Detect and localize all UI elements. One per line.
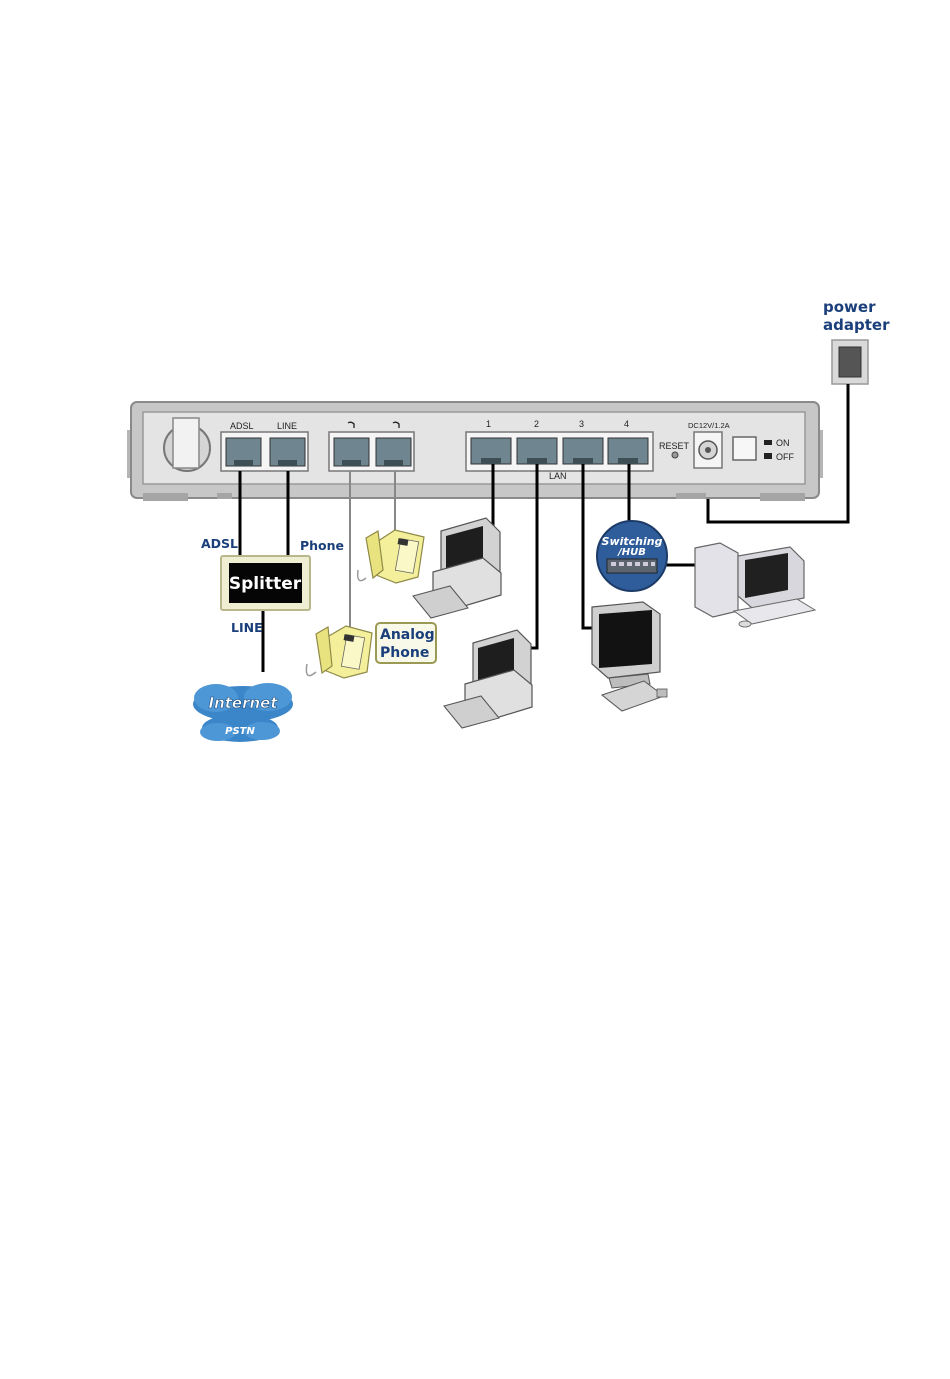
lan-port-3[interactable]: [563, 438, 603, 464]
switching-hub-label-line2: /HUB: [617, 547, 646, 558]
analog-phone-label-line1: Analog: [380, 627, 435, 643]
phone-port-1[interactable]: [334, 438, 369, 466]
phone-port-2[interactable]: [376, 438, 411, 466]
lan-port-2[interactable]: [517, 438, 557, 464]
power-adapter-icon: [832, 340, 868, 384]
power-adapter-label-line2: adapter: [823, 316, 890, 334]
computer-icon-1: [413, 518, 501, 618]
internet-label: Internet: [208, 694, 278, 712]
lan-port-4[interactable]: [608, 438, 648, 464]
adsl-cable-label: ADSL: [201, 536, 238, 551]
lan-label: LAN: [549, 471, 567, 481]
reset-button[interactable]: [672, 452, 678, 458]
phone-cable-label: Phone: [300, 538, 344, 553]
line-port[interactable]: [270, 438, 305, 466]
lan-number-1: 1: [486, 419, 491, 429]
lan-number-2: 2: [534, 419, 539, 429]
computer-icon-3: [592, 602, 667, 711]
on-label: ON: [776, 438, 790, 448]
analog-phone-label-line2: Phone: [380, 645, 429, 661]
adsl-port-label: ADSL: [230, 421, 254, 431]
telephone-icon-lower: [306, 626, 372, 678]
off-indicator-icon: [764, 453, 772, 459]
line-port-label: LINE: [277, 421, 297, 431]
pstn-label: PSTN: [225, 726, 255, 737]
lan-number-4: 4: [624, 419, 629, 429]
off-label: OFF: [776, 452, 794, 462]
power-adapter-label-line1: power: [823, 298, 876, 316]
lan-port-1[interactable]: [471, 438, 511, 464]
dc-power-jack[interactable]: [694, 432, 722, 468]
splitter-label: Splitter: [229, 574, 302, 594]
computer-icon-4: [695, 543, 815, 627]
dc-input-label: DC12V/1.2A: [688, 421, 730, 430]
on-indicator-icon: [764, 440, 772, 445]
computer-icon-2: [444, 630, 532, 728]
power-switch[interactable]: [733, 437, 756, 460]
line-cable-label: LINE: [231, 620, 263, 635]
telephone-icon-upper: [358, 530, 424, 583]
reset-label: RESET: [659, 441, 690, 451]
adsl-port[interactable]: [226, 438, 261, 466]
lan-number-3: 3: [579, 419, 584, 429]
